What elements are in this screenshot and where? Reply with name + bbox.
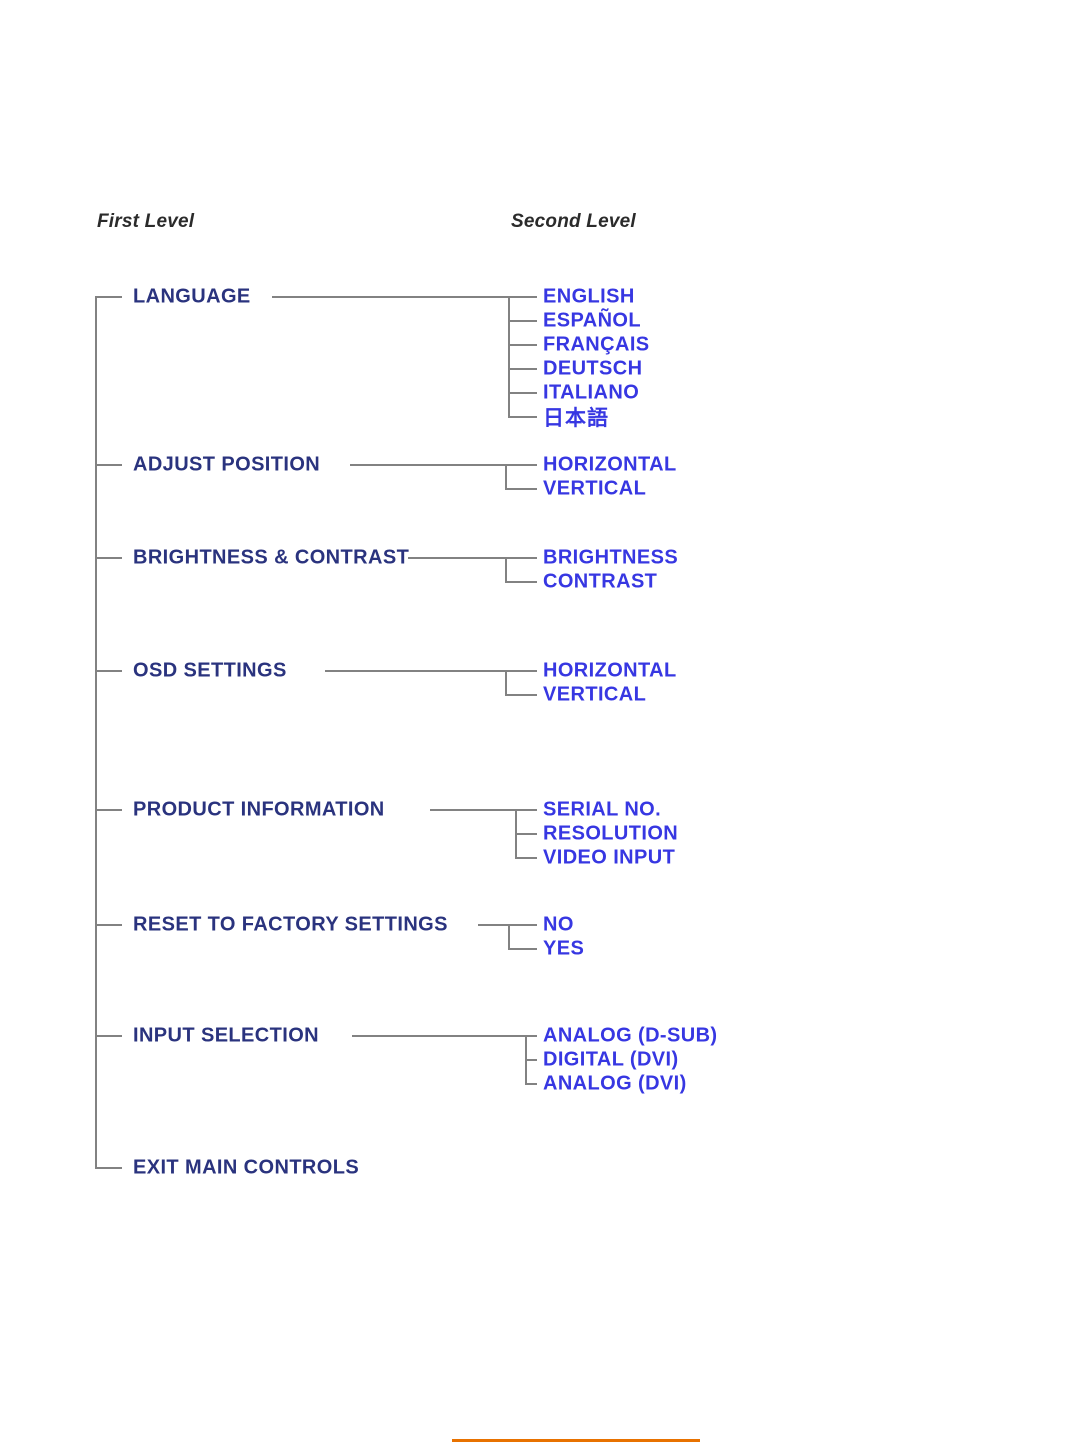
first-level-tick	[95, 557, 122, 559]
menu-item-language: LANGUAGE	[133, 285, 251, 308]
child-tick	[508, 416, 537, 418]
first-level-tick	[95, 296, 122, 298]
connector-line	[478, 924, 508, 926]
option-serial-no: SERIAL NO.	[543, 798, 662, 821]
branch-line	[505, 464, 507, 490]
child-tick	[515, 809, 537, 811]
child-tick	[508, 948, 537, 950]
option-horizontal: HORIZONTAL	[543, 659, 677, 682]
child-tick	[508, 368, 537, 370]
second-level-heading: Second Level	[511, 211, 636, 232]
connector-line	[272, 296, 508, 298]
menu-item-osd-settings: OSD SETTINGS	[133, 659, 287, 682]
first-level-tick	[95, 464, 122, 466]
menu-item-product-information: PRODUCT INFORMATION	[133, 798, 385, 821]
option-digital-dvi: DIGITAL (DVI)	[543, 1048, 679, 1071]
option-english: ENGLISH	[543, 285, 635, 308]
child-tick	[505, 581, 537, 583]
connector-line	[350, 464, 505, 466]
branch-line	[508, 924, 510, 950]
child-tick	[505, 557, 537, 559]
child-tick	[508, 924, 537, 926]
connector-line	[325, 670, 505, 672]
option-espanol: ESPAÑOL	[543, 309, 641, 332]
option-yes: YES	[543, 937, 585, 960]
child-tick	[505, 694, 537, 696]
menu-item-brightness-contrast: BRIGHTNESS & CONTRAST	[133, 546, 410, 569]
option-vertical: VERTICAL	[543, 683, 647, 706]
connector-line	[352, 1035, 525, 1037]
option-resolution: RESOLUTION	[543, 822, 679, 845]
menu-item-input-selection: INPUT SELECTION	[133, 1024, 320, 1047]
option-no: NO	[543, 913, 574, 936]
first-level-tick	[95, 670, 122, 672]
child-tick	[505, 670, 537, 672]
child-tick	[525, 1083, 537, 1085]
child-tick	[508, 344, 537, 346]
option-francais: FRANÇAIS	[543, 333, 650, 356]
option-horizontal: HORIZONTAL	[543, 453, 677, 476]
option-contrast: CONTRAST	[543, 570, 658, 593]
child-tick	[505, 488, 537, 490]
child-tick	[505, 464, 537, 466]
first-level-tick	[95, 924, 122, 926]
branch-line	[505, 557, 507, 583]
menu-item-reset-factory-settings: RESET TO FACTORY SETTINGS	[133, 913, 448, 936]
connector-line	[430, 809, 515, 811]
option-italiano: ITALIANO	[543, 381, 640, 404]
branch-line	[505, 670, 507, 696]
first-level-heading: First Level	[97, 211, 195, 232]
child-tick	[508, 296, 537, 298]
branch-line	[508, 296, 510, 418]
menu-item-adjust-position: ADJUST POSITION	[133, 453, 321, 476]
tree-spine-line	[95, 296, 97, 1169]
first-level-tick	[95, 1035, 122, 1037]
option-deutsch: DEUTSCH	[543, 357, 643, 380]
option-japanese: 日本語	[543, 407, 609, 430]
connector-line	[408, 557, 505, 559]
option-analog-dvi: ANALOG (DVI)	[543, 1072, 687, 1095]
child-tick	[525, 1059, 537, 1061]
child-tick	[515, 833, 537, 835]
child-tick	[508, 392, 537, 394]
menu-item-exit-main-controls: EXIT MAIN CONTROLS	[133, 1156, 360, 1179]
child-tick	[515, 857, 537, 859]
child-tick	[508, 320, 537, 322]
option-vertical: VERTICAL	[543, 477, 647, 500]
child-tick	[525, 1035, 537, 1037]
option-video-input: VIDEO INPUT	[543, 846, 676, 869]
footer-divider-rule	[452, 1439, 700, 1442]
first-level-tick	[95, 809, 122, 811]
option-brightness: BRIGHTNESS	[543, 546, 679, 569]
first-level-tick	[95, 1167, 122, 1169]
option-analog-dsub: ANALOG (D-SUB)	[543, 1024, 718, 1047]
